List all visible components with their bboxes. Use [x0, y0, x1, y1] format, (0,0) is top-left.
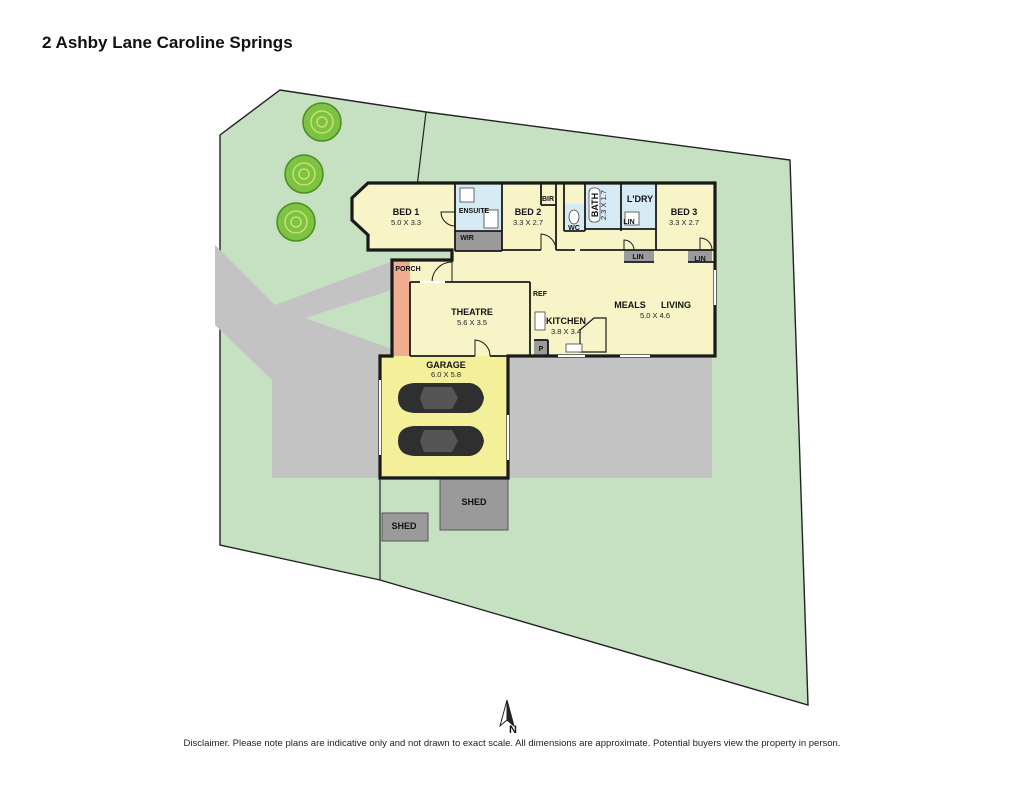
north-label: N [509, 724, 517, 736]
door [623, 239, 635, 251]
external-wall [350, 181, 717, 480]
tree-icon [276, 202, 316, 242]
pantry-floor [534, 340, 548, 355]
room-label: ENSUITE [459, 208, 490, 215]
room-label: BED 2 [515, 207, 542, 217]
room-label: BIR [542, 196, 554, 203]
room-label: BED 3 [671, 207, 698, 217]
room-dims: 5.0 X 3.3 [391, 218, 421, 227]
room-label: WIR [460, 235, 474, 242]
door [440, 211, 456, 227]
room-label: SHED [461, 497, 487, 507]
door [431, 261, 453, 283]
bathtub [588, 187, 601, 223]
room-label: MEALS [614, 300, 646, 310]
shed-small [381, 512, 429, 542]
tree-icon [302, 102, 342, 142]
car-icon [398, 426, 484, 456]
driveway [508, 358, 712, 478]
room-label: SHED [391, 521, 417, 531]
cooktop [534, 311, 546, 331]
vanity [483, 209, 499, 229]
room-label: WC [568, 225, 580, 232]
driveway [215, 245, 395, 478]
room-label: PORCH [395, 266, 420, 273]
shower [459, 187, 475, 203]
room-dims: 3.8 X 3.4 [551, 327, 581, 336]
room-label: KITCHEN [546, 316, 586, 326]
shed-large [439, 477, 509, 531]
car-icon [398, 383, 484, 413]
room-label: GARAGE [426, 360, 466, 370]
room-label: THEATRE [451, 307, 493, 317]
lin-floor [688, 250, 712, 262]
kitchen-sink [565, 343, 583, 353]
room-label: P [539, 346, 544, 353]
laundry-trough [624, 211, 640, 226]
wir-floor [455, 231, 502, 251]
door [540, 233, 557, 251]
lin-floor [624, 250, 654, 262]
room-dims: 6.0 X 5.8 [431, 370, 461, 379]
room-label: LIN [694, 256, 705, 263]
room-dims: 2.3 X 1.7 [599, 190, 608, 220]
room-label: LIN [632, 254, 643, 261]
room-dims: 5.6 X 3.5 [457, 318, 487, 327]
room-dims: 3.3 X 2.7 [513, 218, 543, 227]
room-dims: 5.0 X 4.6 [640, 311, 670, 320]
room-label: LIVING [661, 300, 691, 310]
door [474, 339, 491, 357]
room-dims: 3.3 X 2.7 [669, 218, 699, 227]
toilet [568, 209, 580, 225]
room-label: L'DRY [627, 194, 653, 204]
room-label: LIN [623, 219, 634, 226]
door [699, 237, 713, 251]
room-label: REF [533, 291, 548, 298]
tree-icon [284, 154, 324, 194]
plan-title: 2 Ashby Lane Caroline Springs [42, 33, 293, 52]
disclaimer-text: Disclaimer. Please note plans are indica… [183, 738, 841, 749]
room-label: BED 1 [393, 207, 420, 217]
room-label: BATH [590, 193, 600, 217]
north-arrow-icon [499, 699, 515, 728]
porch [392, 260, 410, 356]
